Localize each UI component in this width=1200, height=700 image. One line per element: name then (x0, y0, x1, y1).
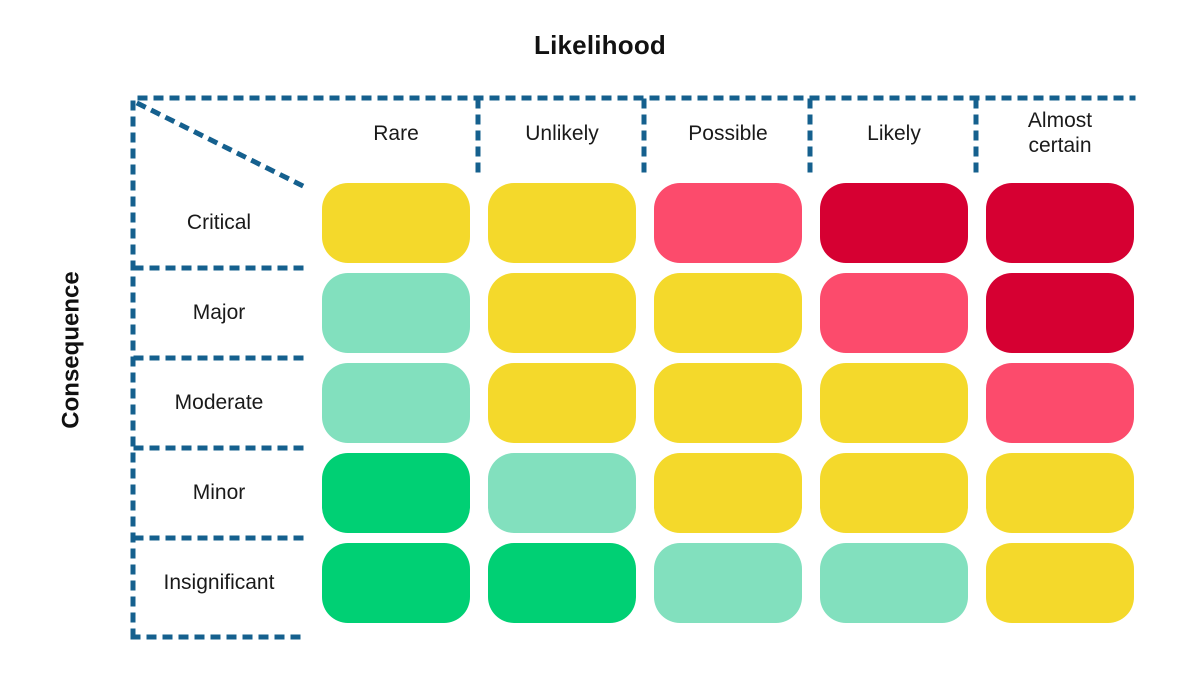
row-label-major: Major (133, 268, 305, 358)
risk-cell-major-almost-certain[interactable] (986, 273, 1134, 353)
consequence-axis-title: Consequence (58, 271, 85, 429)
column-header-possible-label: Possible (688, 121, 768, 145)
risk-cell-critical-almost-certain[interactable] (986, 183, 1134, 263)
risk-row-insignificant (322, 543, 1134, 623)
column-header-likely-label: Likely (867, 121, 921, 145)
row-label-critical: Critical (133, 178, 305, 268)
row-label-column: Critical Major Moderate Minor Insignific… (133, 178, 305, 637)
risk-cell-minor-unlikely[interactable] (488, 453, 636, 533)
column-header-rare-label: Rare (373, 121, 419, 145)
risk-row-critical (322, 183, 1134, 263)
row-label-moderate-text: Moderate (174, 391, 264, 414)
consequence-axis-title-wrap: Consequence (52, 0, 92, 700)
risk-cell-minor-almost-certain[interactable] (986, 453, 1134, 533)
column-header-unlikely: Unlikely (488, 98, 636, 170)
risk-cell-minor-rare[interactable] (322, 453, 470, 533)
row-label-moderate: Moderate (133, 358, 305, 448)
risk-cell-critical-possible[interactable] (654, 183, 802, 263)
risk-cell-moderate-possible[interactable] (654, 363, 802, 443)
column-header-almost-certain: Almost certain (986, 98, 1134, 170)
risk-cell-moderate-likely[interactable] (820, 363, 968, 443)
row-label-insignificant: Insignificant (133, 538, 305, 628)
risk-row-moderate (322, 363, 1134, 443)
risk-cell-major-rare[interactable] (322, 273, 470, 353)
row-label-minor: Minor (133, 448, 305, 538)
risk-cell-minor-possible[interactable] (654, 453, 802, 533)
column-header-rare: Rare (322, 98, 470, 170)
risk-tile-grid (322, 183, 1134, 637)
likelihood-axis-title: Likelihood (534, 30, 666, 60)
column-header-possible: Possible (654, 98, 802, 170)
column-header-likely: Likely (820, 98, 968, 170)
risk-cell-insignificant-possible[interactable] (654, 543, 802, 623)
row-label-critical-text: Critical (186, 211, 252, 234)
corner-diagonal-line (135, 100, 313, 193)
row-label-major-text: Major (192, 301, 246, 324)
risk-cell-moderate-almost-certain[interactable] (986, 363, 1134, 443)
risk-cell-major-unlikely[interactable] (488, 273, 636, 353)
risk-row-major (322, 273, 1134, 353)
risk-cell-insignificant-almost-certain[interactable] (986, 543, 1134, 623)
risk-cell-major-likely[interactable] (820, 273, 968, 353)
risk-cell-minor-likely[interactable] (820, 453, 968, 533)
risk-cell-insignificant-rare[interactable] (322, 543, 470, 623)
risk-cell-critical-rare[interactable] (322, 183, 470, 263)
risk-cell-critical-unlikely[interactable] (488, 183, 636, 263)
row-label-insignificant-text: Insignificant (163, 571, 275, 594)
risk-cell-moderate-unlikely[interactable] (488, 363, 636, 443)
column-header-row: Rare Unlikely Possible Likely Almost cer… (322, 98, 1133, 170)
row-label-minor-text: Minor (192, 481, 246, 504)
risk-cell-insignificant-unlikely[interactable] (488, 543, 636, 623)
risk-cell-moderate-rare[interactable] (322, 363, 470, 443)
column-header-almost-certain-label: Almost certain (1027, 109, 1093, 157)
risk-cell-critical-likely[interactable] (820, 183, 968, 263)
risk-cell-major-possible[interactable] (654, 273, 802, 353)
risk-row-minor (322, 453, 1134, 533)
risk-cell-insignificant-likely[interactable] (820, 543, 968, 623)
column-header-unlikely-label: Unlikely (525, 121, 599, 145)
